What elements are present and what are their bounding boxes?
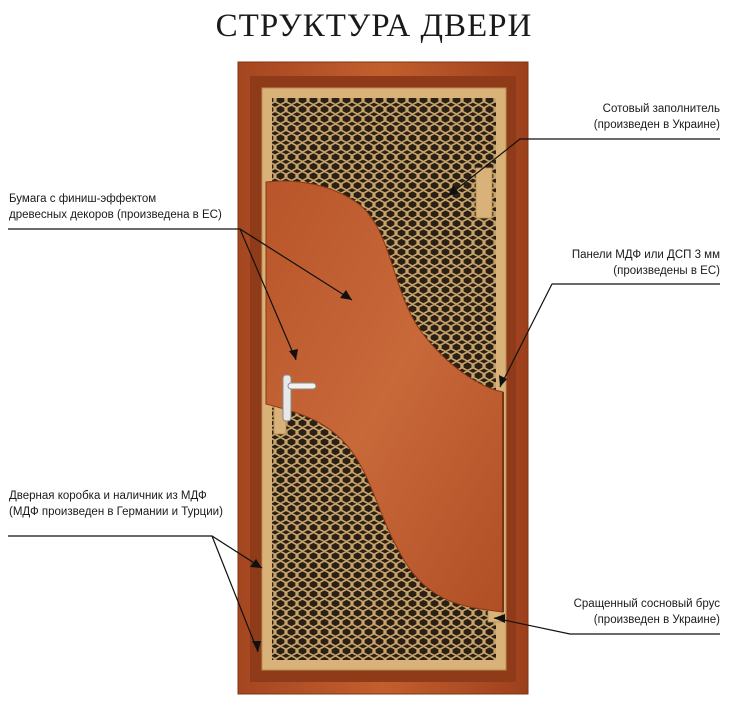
leader-frame-2 (211, 535, 259, 653)
callout-panels-line1: Панели МДФ или ДСП 3 мм (571, 249, 720, 261)
door-handle-icon (282, 374, 317, 422)
callout-beam-line1: Сращенный сосновый брус (573, 598, 720, 610)
diagram-title: СТРУКТУРА ДВЕРИ (215, 8, 533, 44)
callout-honeycomb: Сотовый заполнитель (произведен в Украин… (594, 101, 720, 133)
callout-paper-line2: древесных декоров (произведена в ЕС) (9, 209, 222, 221)
leader-paper-2 (239, 228, 297, 361)
leader-panels (499, 283, 720, 388)
leader-frame-1 (8, 535, 263, 569)
callout-honeycomb-line1: Сотовый заполнитель (602, 103, 720, 115)
callout-panels: Панели МДФ или ДСП 3 мм (произведены в Е… (572, 247, 720, 279)
callout-frame: Дверная коробка и наличник из МДФ (МДФ п… (9, 488, 223, 520)
callout-panels-line2: (произведены в ЕС) (613, 265, 720, 277)
callout-paper: Бумага с финиш-эффектом древесных декоро… (9, 191, 222, 223)
callout-frame-line1: Дверная коробка и наличник из МДФ (9, 490, 207, 502)
pine-block-right (475, 167, 493, 219)
leader-honeycomb (447, 138, 720, 197)
callout-frame-line2: (МДФ произведен в Германии и Турции) (9, 506, 223, 518)
callout-paper-line1: Бумага с финиш-эффектом (9, 193, 157, 205)
leader-beam (493, 617, 720, 635)
callout-beam-line2: (произведен в Украине) (593, 614, 720, 626)
callout-honeycomb-line2: (произведен в Украине) (593, 119, 720, 131)
leader-lines (8, 138, 720, 653)
callout-beam: Сращенный сосновый брус (произведен в Ук… (574, 596, 720, 628)
